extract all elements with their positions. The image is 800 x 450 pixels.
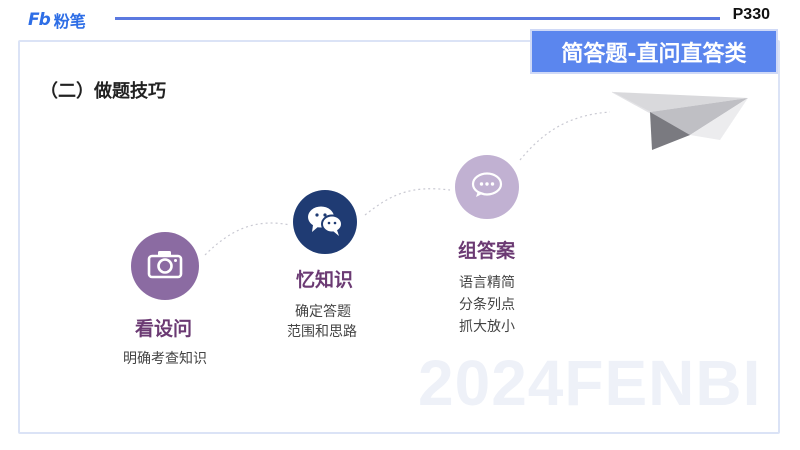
- step-desc-line: 范围和思路: [287, 324, 357, 340]
- step-desc-line: 分条列点: [459, 297, 515, 313]
- content-frame: [18, 40, 780, 434]
- page-number: P330: [732, 6, 770, 23]
- paper-plane-icon: [611, 91, 748, 150]
- step-circle-3: [455, 155, 519, 219]
- connector-2: [364, 188, 451, 216]
- step-circle-2: [293, 190, 357, 254]
- step-desc-3: 语言精简 分条列点 抓大放小: [459, 272, 515, 338]
- speech-bubble-icon: [471, 172, 503, 202]
- logo-mark: Fb: [28, 10, 51, 30]
- connector-1: [204, 222, 291, 256]
- step-desc-line: 语言精简: [459, 275, 515, 291]
- step-label-3: 组答案: [458, 240, 516, 262]
- header-line: [115, 17, 720, 20]
- step-desc-1: 明确考查知识: [123, 349, 207, 369]
- step-circle-1: [131, 232, 199, 300]
- step-desc-line: 确定答题: [295, 304, 351, 320]
- logo-text: 粉笔: [53, 12, 86, 31]
- chat-bubbles-icon: [305, 203, 345, 241]
- section-title: （二）做题技巧: [40, 81, 166, 102]
- watermark: 2024FENBI: [418, 347, 762, 419]
- step-desc-line: 明确考查知识: [123, 351, 207, 367]
- connector-3: [519, 111, 611, 161]
- step-desc-2: 确定答题 范围和思路: [287, 302, 357, 342]
- fenbi-logo: Fb 粉笔: [28, 9, 86, 31]
- step-label-2: 忆知识: [296, 269, 354, 291]
- slide-title: 简答题-直问直答类: [530, 29, 778, 74]
- camera-icon: [146, 249, 184, 283]
- step-desc-line: 抓大放小: [459, 319, 515, 335]
- step-label-1: 看设问: [135, 318, 193, 340]
